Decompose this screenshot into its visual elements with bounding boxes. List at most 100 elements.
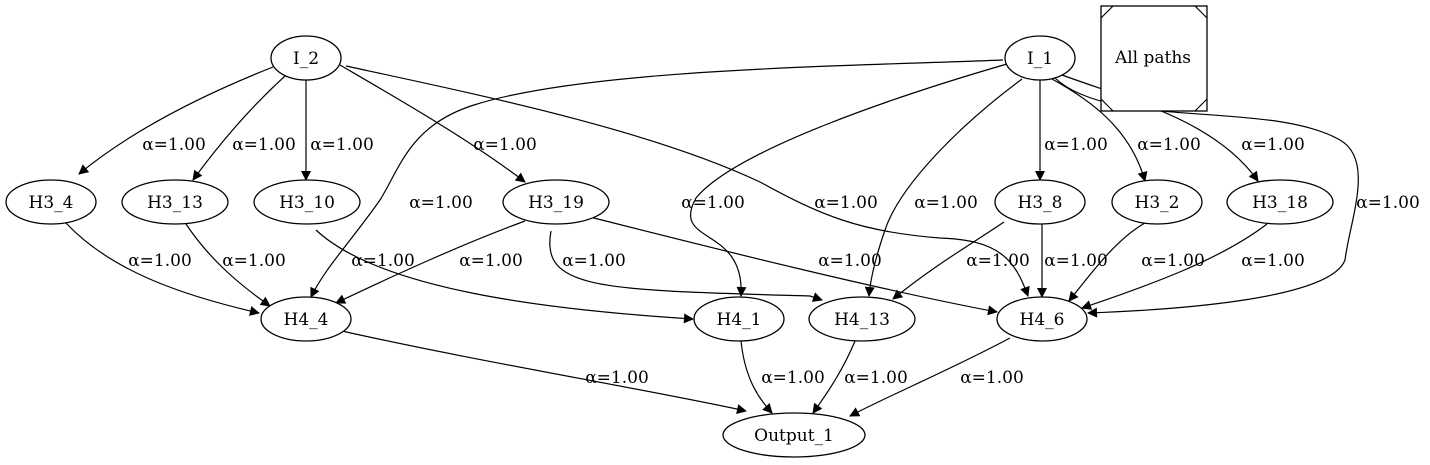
node-ellipse — [1004, 35, 1076, 81]
node-h3-10: H3_10 — [253, 179, 361, 225]
edge-i-1-to-h4-4: α=1.00 — [310, 59, 1004, 298]
edge-weight-label: α=1.00 — [232, 135, 296, 155]
edge-weight-label: α=1.00 — [1137, 135, 1201, 155]
node-i-2: I_2 — [270, 35, 342, 81]
node-h3-19: H3_19 — [502, 179, 610, 225]
node-ellipse — [121, 179, 229, 225]
edge-arrow — [65, 222, 260, 316]
edge-i-1-to-h4-1: α=1.00 — [681, 63, 1008, 297]
edge-weight-label: α=1.00 — [473, 135, 537, 155]
node-h3-4: H3_4 — [5, 179, 97, 225]
edge-weight-label: α=1.00 — [844, 368, 908, 388]
edge-weight-label: α=1.00 — [818, 251, 882, 271]
edge-h3-8-to-h4-6: α=1.00 — [1037, 224, 1108, 298]
edge-arrow — [335, 220, 526, 304]
edge-arrow — [689, 63, 1008, 297]
node-label: H4_6 — [1020, 310, 1065, 330]
edge-i-1-to-h4-13: α=1.00 — [864, 78, 1023, 297]
edge-weight-label: α=1.00 — [681, 193, 745, 213]
node-output-1: Output_1 — [722, 412, 866, 458]
node-ellipse — [1226, 179, 1334, 225]
node-i-1: I_1 — [1004, 35, 1076, 81]
node-ellipse — [1111, 179, 1203, 225]
edge-arrow — [315, 229, 694, 324]
edge-arrow — [849, 337, 1011, 417]
node-ellipse — [270, 35, 342, 81]
edge-i-1-to-h4-6: α=1.00 — [1054, 77, 1420, 318]
legend-label: All paths — [1114, 48, 1191, 68]
edge-weight-label: α=1.00 — [761, 368, 825, 388]
edge-i-2-to-h3-13: α=1.00 — [192, 75, 296, 181]
edge-weight-label: α=1.00 — [1356, 193, 1420, 213]
node-h4-1: H4_1 — [693, 296, 785, 342]
node-label: H3_8 — [1018, 193, 1063, 213]
edge-arrow — [1068, 222, 1146, 302]
node-ellipse — [808, 296, 916, 342]
edge-arrow — [892, 221, 1005, 300]
edge-weight-label: α=1.00 — [1044, 251, 1108, 271]
edge-weight-label: α=1.00 — [222, 251, 286, 271]
edge-weight-label: α=1.00 — [1241, 135, 1305, 155]
edge-arrow — [192, 75, 286, 181]
edge-h4-6-to-output-1: α=1.00 — [849, 337, 1024, 417]
node-label: H4_1 — [717, 310, 762, 330]
node-label: H3_4 — [29, 193, 74, 213]
edge-i-1-to-h3-8: α=1.00 — [1035, 80, 1108, 181]
edge-arrow — [1054, 77, 1359, 318]
node-ellipse — [994, 179, 1086, 225]
edge-arrow — [78, 66, 274, 175]
edge-arrow — [1081, 223, 1268, 310]
edge-weight-label: α=1.00 — [585, 368, 649, 388]
node-label: H3_10 — [279, 193, 335, 213]
node-label: Output_1 — [754, 426, 834, 446]
edge-i-1-to-h3-18: α=1.00 — [1061, 74, 1305, 182]
edge-arrow — [339, 64, 526, 183]
node-h4-6: H4_6 — [996, 296, 1088, 342]
edge-h3-2-to-h4-6: α=1.00 — [1068, 222, 1205, 302]
edge-i-2-to-h4-6: α=1.00 — [345, 65, 1030, 297]
node-label: H3_18 — [1252, 193, 1308, 213]
node-label: H4_13 — [834, 310, 890, 330]
node-h3-8: H3_8 — [994, 179, 1086, 225]
edge-weight-label: α=1.00 — [142, 135, 206, 155]
edge-h3-8-to-h4-13: α=1.00 — [892, 221, 1030, 300]
edge-h4-1-to-output-1: α=1.00 — [740, 340, 825, 414]
node-label: I_1 — [1027, 49, 1053, 69]
edge-h4-13-to-output-1: α=1.00 — [812, 340, 908, 414]
edge-weight-label: α=1.00 — [128, 251, 192, 271]
edge-h3-19-to-h4-4: α=1.00 — [335, 220, 526, 304]
node-label: H3_19 — [528, 193, 584, 213]
edge-arrow — [589, 216, 998, 316]
edge-arrow — [310, 59, 1004, 298]
edge-arrow — [740, 340, 773, 414]
node-ellipse — [5, 179, 97, 225]
edge-weight-label: α=1.00 — [310, 135, 374, 155]
edge-arrow — [549, 230, 823, 302]
edge-i-2-to-h3-4: α=1.00 — [78, 66, 274, 175]
edge-h3-13-to-h4-4: α=1.00 — [185, 223, 286, 307]
node-h4-4: H4_4 — [260, 296, 352, 342]
edge-weight-label: α=1.00 — [1044, 135, 1108, 155]
node-ellipse — [260, 296, 352, 342]
node-ellipse — [502, 179, 610, 225]
edge-h3-19-to-h4-13: α=1.00 — [549, 230, 823, 302]
node-h3-18: H3_18 — [1226, 179, 1334, 225]
edge-h3-19-to-h4-6: α=1.00 — [589, 216, 998, 316]
node-ellipse — [722, 412, 866, 458]
edge-weight-label: α=1.00 — [1141, 251, 1205, 271]
node-label: H3_13 — [147, 193, 203, 213]
legend-box: All paths — [1100, 5, 1208, 112]
edge-weight-label: α=1.00 — [351, 251, 415, 271]
edge-h3-4-to-h4-4: α=1.00 — [65, 222, 260, 316]
node-label: I_2 — [293, 49, 319, 69]
edge-weight-label: α=1.00 — [562, 251, 626, 271]
edge-weight-label: α=1.00 — [814, 193, 878, 213]
edge-arrow — [185, 223, 271, 307]
edge-i-2-to-h3-19: α=1.00 — [339, 64, 537, 183]
edge-weight-label: α=1.00 — [459, 251, 523, 271]
edge-h4-4-to-output-1: α=1.00 — [341, 330, 747, 414]
node-label: H4_4 — [284, 310, 329, 330]
node-ellipse — [253, 179, 361, 225]
